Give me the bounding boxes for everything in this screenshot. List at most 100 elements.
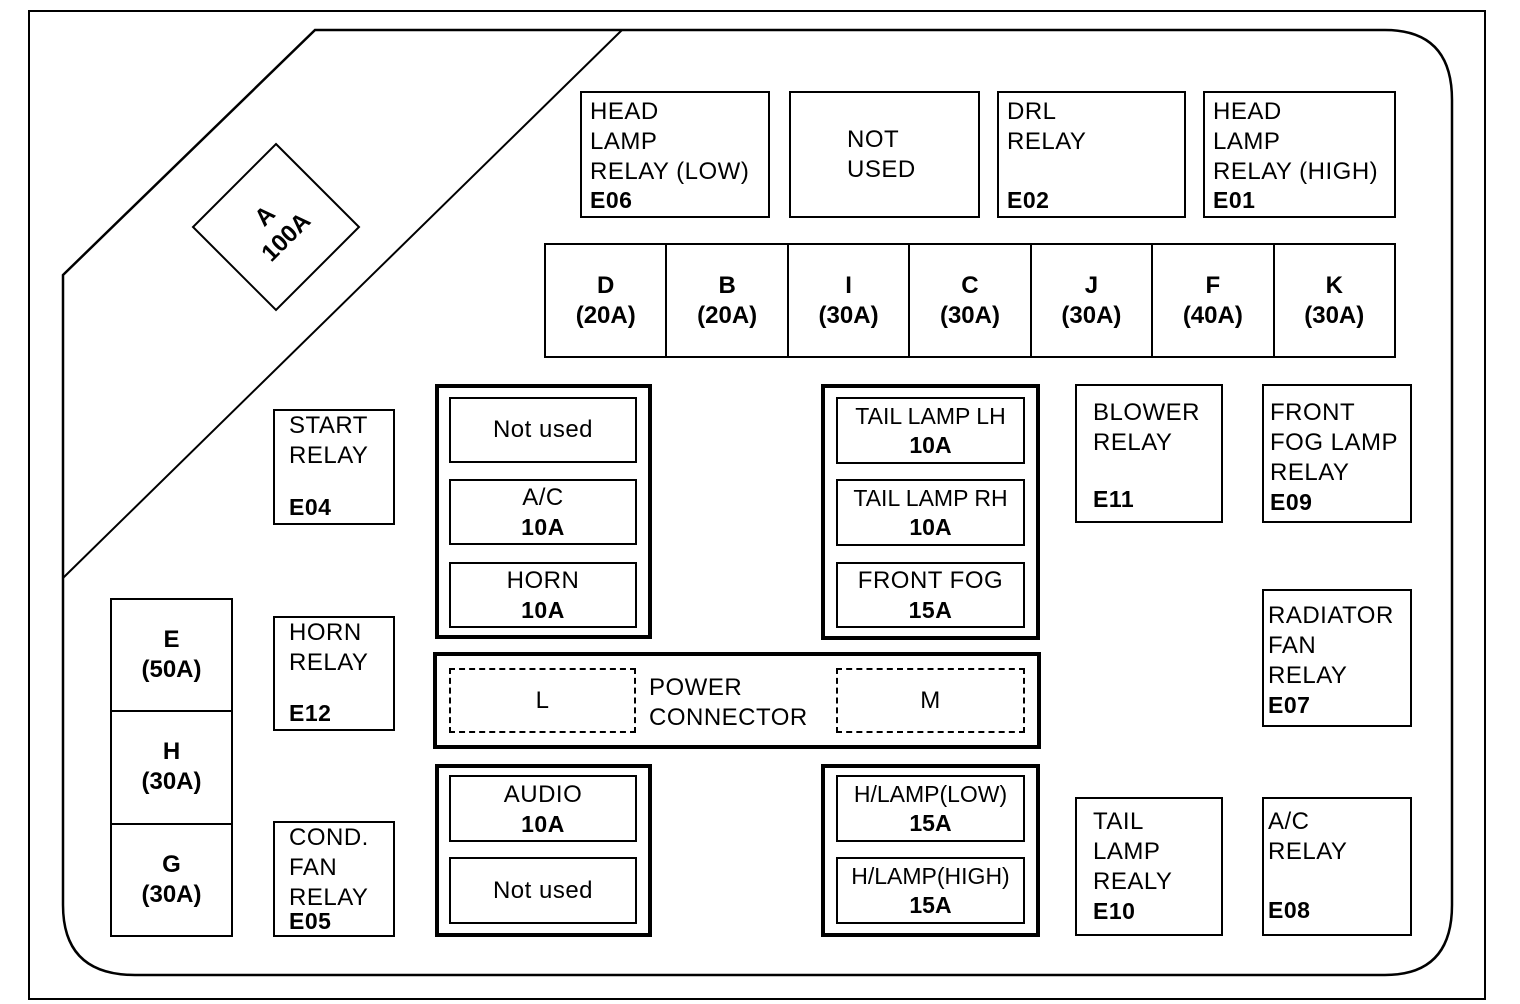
relay-label-line: FOG LAMP	[1270, 429, 1399, 456]
fuse-label: A/C	[522, 484, 564, 511]
fuse-label: Not used	[492, 416, 594, 443]
fuse-label: H/LAMP(LOW)	[853, 781, 1008, 807]
fuse-label: FRONT FOG	[857, 567, 1004, 594]
not-used-relay: NOT USED	[789, 91, 980, 218]
fuse-name: B	[718, 271, 736, 299]
relay-code: E09	[1270, 489, 1313, 515]
relay-label-line: RELAY (HIGH)	[1213, 158, 1379, 185]
cond-fan-relay: COND. FAN RELAY E05	[273, 821, 395, 937]
fuse-name: H	[162, 738, 181, 766]
connector-l: L	[449, 668, 636, 733]
fuse-row: D (20A) B (20A) I (30A) C (30A) J (30A) …	[544, 243, 1396, 358]
fuse-amp: (20A)	[697, 301, 758, 329]
relay-label-line: USED	[847, 156, 916, 183]
relay-label-line: RELAY	[1270, 459, 1350, 486]
fuse-amp: 10A	[521, 810, 565, 837]
fuse-name: F	[1205, 271, 1221, 299]
relay-label-line: LAMP	[1213, 128, 1281, 155]
relay-label-line: RELAY	[289, 442, 369, 469]
relay-label-line: TAIL	[1093, 808, 1144, 835]
fuse-name: K	[1325, 271, 1343, 299]
relay-label-line: LAMP	[590, 128, 658, 155]
tail-lamp-relay: TAIL LAMP REALY E10	[1075, 797, 1223, 936]
fuse-label: H/LAMP(HIGH)	[851, 863, 1010, 889]
relay-label-line: RELAY	[1093, 429, 1173, 456]
fuse-amp: (30A)	[1061, 301, 1122, 329]
relay-label-line: RELAY	[1007, 128, 1087, 155]
fuse-amp: 15A	[908, 597, 953, 623]
fuse-amp: (40A)	[1182, 301, 1243, 329]
head-lamp-relay-low: HEAD LAMP RELAY (LOW) E06	[580, 91, 770, 218]
fuse-d: D (20A)	[546, 245, 668, 356]
fuse-label: Not used	[492, 876, 594, 904]
fuse-amp: (30A)	[1304, 301, 1365, 329]
relay-label-line: BLOWER	[1093, 399, 1201, 426]
fuse-name: G	[162, 850, 181, 878]
fuse-h: H (30A)	[112, 712, 231, 825]
fuse-group-4	[821, 764, 1040, 937]
relay-code: E05	[289, 908, 332, 934]
relay-label-line: RADIATOR	[1268, 602, 1394, 629]
relay-label-line: RELAY	[289, 884, 369, 911]
fuse-c: C (30A)	[910, 245, 1032, 356]
fuse-k: K (30A)	[1275, 245, 1394, 356]
fuse-group-2	[821, 384, 1040, 640]
relay-label-line: HEAD	[590, 98, 659, 125]
connector-label: M	[920, 686, 941, 714]
fuse-j: J (30A)	[1032, 245, 1154, 356]
relay-label-line: LAMP	[1093, 838, 1161, 865]
fuse-tail-lamp-rh: TAIL LAMP RH 10A	[836, 479, 1025, 546]
fuse-i: I (30A)	[789, 245, 911, 356]
fuse-audio: AUDIO 10A	[449, 775, 637, 842]
fuse-amp: 10A	[521, 514, 565, 540]
fuse-amp: 10A	[909, 514, 952, 540]
diagram-frame	[28, 10, 1486, 1000]
fuse-e: E (50A)	[112, 600, 231, 713]
relay-code: E04	[289, 494, 332, 520]
fuse-amp: 15A	[909, 892, 952, 918]
radiator-fan-relay: RADIATOR FAN RELAY E07	[1262, 589, 1412, 727]
left-fuse-stack: E (50A) H (30A) G (30A)	[110, 598, 233, 937]
fuse-name: C	[961, 271, 979, 299]
relay-label-line: RELAY (LOW)	[590, 158, 750, 185]
fuse-amp: (30A)	[939, 301, 1000, 329]
fuse-hlamp-high: H/LAMP(HIGH) 15A	[836, 857, 1025, 924]
fuse-ac: A/C 10A	[449, 479, 637, 545]
fuse-amp: 10A	[521, 597, 565, 623]
power-connector-label: POWER CONNECTOR	[649, 673, 829, 733]
relay-label-line: START	[289, 412, 368, 439]
relay-code: E07	[1268, 692, 1311, 718]
fuse-label: HORN	[506, 567, 580, 594]
start-relay: START RELAY E04	[273, 409, 395, 525]
fuse-tail-lamp-lh: TAIL LAMP LH 10A	[836, 397, 1025, 464]
relay-label-line: REALY	[1093, 868, 1173, 895]
connector-m: M	[836, 668, 1025, 733]
fuse-amp: (30A)	[818, 301, 879, 329]
fuse-label: AUDIO	[503, 780, 583, 808]
relay-code: E11	[1093, 486, 1135, 512]
ac-relay: A/C RELAY E08	[1262, 797, 1412, 936]
fuse-amp: (50A)	[141, 656, 202, 684]
fuse-group-3	[435, 764, 652, 937]
fuse-label: TAIL LAMP LH	[855, 403, 1006, 429]
fuse-amp: 10A	[909, 432, 952, 458]
fuse-name: J	[1084, 271, 1099, 299]
fuse-amp: (30A)	[141, 880, 202, 908]
fuse-group-1	[435, 384, 652, 639]
relay-label-line: RELAY	[1268, 838, 1348, 865]
front-fog-lamp-relay: FRONT FOG LAMP RELAY E09	[1262, 384, 1412, 523]
fuse-label: TAIL LAMP RH	[853, 485, 1008, 511]
relay-code: E08	[1268, 897, 1311, 923]
fuse-name: D	[597, 271, 615, 299]
fuse-name: I	[845, 271, 852, 299]
relay-label-line: DRL	[1007, 98, 1057, 125]
fuse-not-used-1: Not used	[449, 397, 637, 463]
relay-code: E06	[590, 187, 633, 213]
relay-code: E10	[1093, 898, 1136, 924]
fuse-g: G (30A)	[112, 825, 231, 935]
relay-code: E12	[289, 700, 332, 726]
drl-relay: DRL RELAY E02	[997, 91, 1186, 218]
power-label-line: CONNECTOR	[649, 704, 808, 731]
fuse-amp: (30A)	[141, 768, 202, 796]
